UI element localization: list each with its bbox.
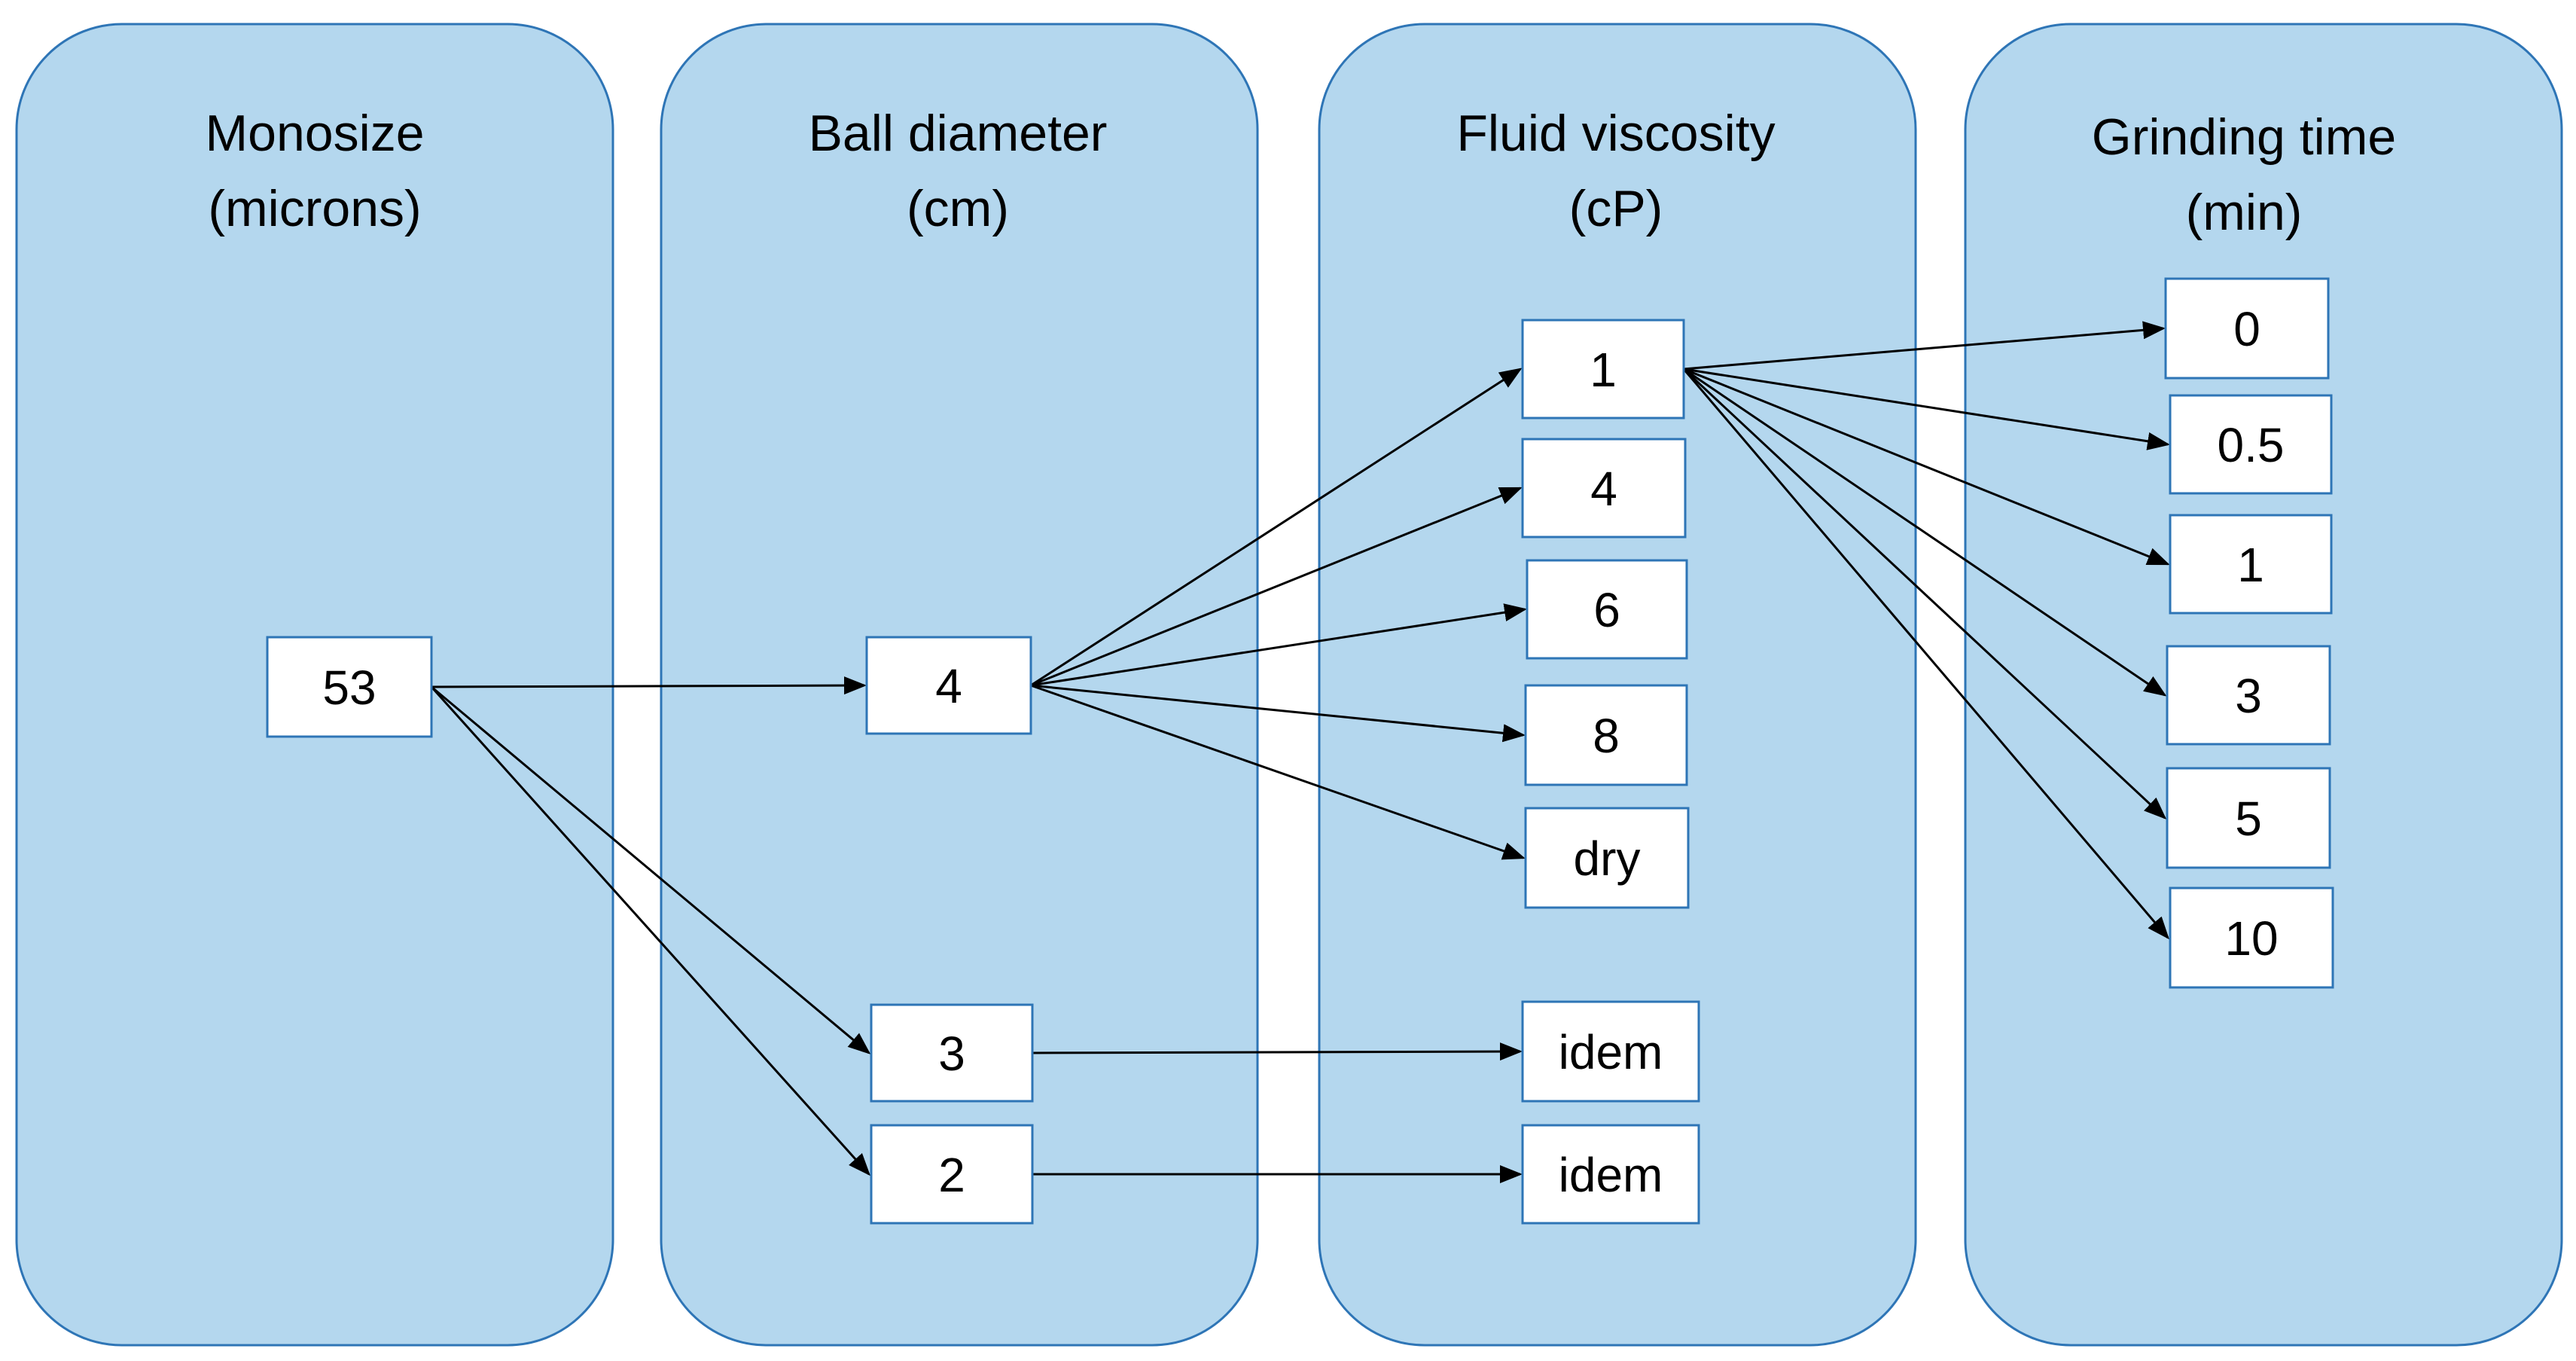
node-time-0-5: 0.5 xyxy=(2169,394,2333,495)
arrow-ball_4-to-visc_dry xyxy=(1030,684,1526,860)
node-ball-2: 2 xyxy=(870,1124,1034,1225)
node-time-5: 5 xyxy=(2166,767,2331,869)
svg-text:53: 53 xyxy=(322,661,376,715)
panel-grinding-time-title-line2: (min) xyxy=(2186,184,2303,241)
nodes: 53 4 3 2 1 4 6 8 xyxy=(266,277,2334,1225)
svg-text:0.5: 0.5 xyxy=(2218,418,2285,472)
arrow-mono_53-to-ball_4 xyxy=(431,676,867,695)
node-viscosity-6: 6 xyxy=(1526,559,1688,660)
panel-fluid-viscosity-title-line2: (cP) xyxy=(1569,180,1663,237)
arrow-ball_3-to-visc_idem_3 xyxy=(1032,1042,1523,1061)
svg-text:3: 3 xyxy=(938,1027,965,1081)
svg-text:2: 2 xyxy=(938,1148,965,1202)
svg-text:idem: idem xyxy=(1559,1148,1663,1202)
arrow-visc_1-to-time_1 xyxy=(1683,368,2170,566)
node-viscosity-idem-2: idem xyxy=(1521,1124,1700,1225)
node-viscosity-1: 1 xyxy=(1521,319,1685,420)
svg-text:1: 1 xyxy=(2237,538,2264,592)
arrow-visc_1-to-time_0 xyxy=(1683,321,2166,371)
arrow-ball_4-to-visc_1 xyxy=(1030,368,1523,687)
panel-ball-diameter-title-line2: (cm) xyxy=(907,180,1009,237)
node-viscosity-dry: dry xyxy=(1524,807,1690,909)
node-viscosity-8: 8 xyxy=(1524,684,1688,786)
panel-ball-diameter-title-line1: Ball diameter xyxy=(809,105,1108,162)
svg-text:1: 1 xyxy=(1590,343,1617,397)
node-time-10: 10 xyxy=(2169,886,2334,989)
node-time-0: 0 xyxy=(2164,277,2330,380)
svg-text:3: 3 xyxy=(2235,669,2262,723)
node-monosize-53: 53 xyxy=(266,636,433,738)
svg-text:4: 4 xyxy=(935,659,962,713)
svg-text:dry: dry xyxy=(1574,832,1641,886)
svg-text:5: 5 xyxy=(2235,792,2262,846)
panel-grinding-time-title-line1: Grinding time xyxy=(2092,108,2396,166)
svg-text:idem: idem xyxy=(1559,1025,1663,1079)
arrow-mono_53-to-ball_3 xyxy=(431,685,871,1054)
node-time-3: 3 xyxy=(2166,645,2331,746)
arrow-ball_4-to-visc_6 xyxy=(1030,603,1527,687)
arrow-ball_4-to-visc_8 xyxy=(1030,684,1526,743)
arrow-visc_1-to-time_5 xyxy=(1682,368,2167,820)
svg-text:4: 4 xyxy=(1590,462,1617,516)
panel-monosize-title-line2: (microns) xyxy=(208,180,421,237)
arrow-visc_1-to-time_3 xyxy=(1683,368,2167,697)
node-viscosity-idem-3: idem xyxy=(1521,1000,1700,1103)
arrow-ball_4-to-visc_4 xyxy=(1030,487,1523,687)
node-ball-3: 3 xyxy=(870,1003,1034,1103)
arrow-visc_1-to-time_10 xyxy=(1682,368,2169,940)
svg-text:8: 8 xyxy=(1593,709,1620,763)
svg-text:10: 10 xyxy=(2224,911,2278,966)
svg-text:6: 6 xyxy=(1593,583,1620,637)
edges xyxy=(430,321,2170,1183)
node-ball-4: 4 xyxy=(865,636,1032,735)
svg-text:0: 0 xyxy=(2233,302,2260,356)
arrow-visc_1-to-time_0_5 xyxy=(1683,368,2170,450)
panel-fluid-viscosity-title-line1: Fluid viscosity xyxy=(1456,105,1775,162)
panel-monosize-title-line1: Monosize xyxy=(205,105,424,162)
arrow-mono_53-to-ball_2 xyxy=(430,685,871,1176)
node-viscosity-4: 4 xyxy=(1521,438,1687,539)
node-time-1: 1 xyxy=(2169,514,2333,615)
